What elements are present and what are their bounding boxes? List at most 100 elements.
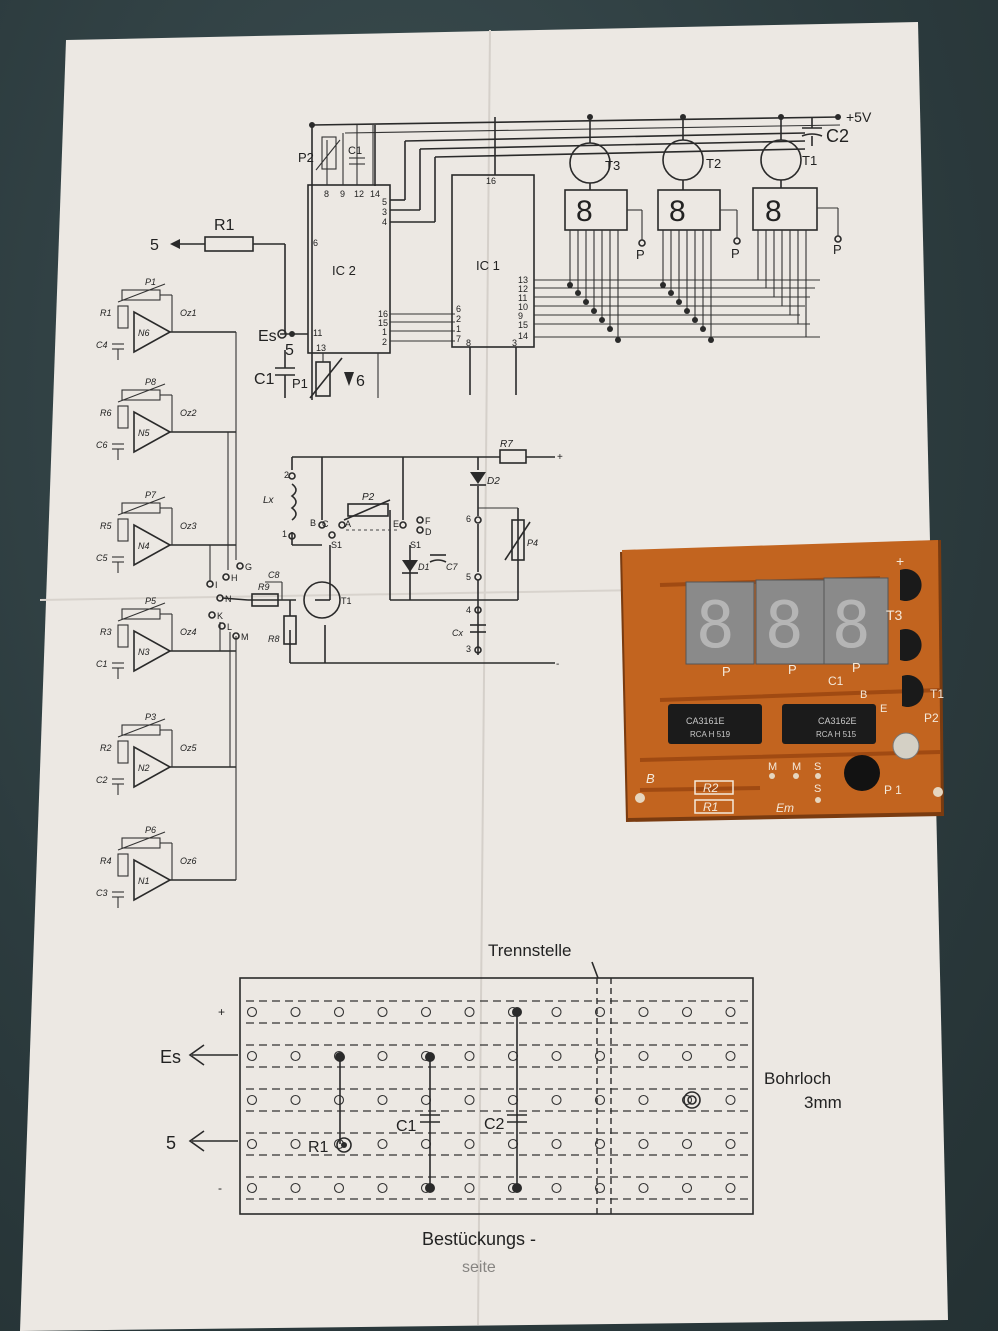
svg-text:CA3161E: CA3161E: [686, 716, 725, 726]
svg-text:2: 2: [456, 314, 461, 324]
r1-label: R1: [214, 217, 235, 234]
strip-hole: [638, 1050, 649, 1062]
svg-text:8: 8: [832, 589, 871, 663]
svg-text:Oz5: Oz5: [180, 743, 198, 753]
strip-hole: [638, 1006, 649, 1018]
strip-hole: [681, 1006, 693, 1018]
p2-label: P2: [298, 150, 314, 165]
strip-hole: [246, 1138, 258, 1150]
svg-text:P2: P2: [362, 492, 375, 503]
svg-text:N2: N2: [138, 763, 150, 773]
c1-top-label: C1: [348, 145, 362, 157]
svg-text:9: 9: [518, 311, 523, 321]
svg-text:B: B: [646, 771, 655, 786]
svg-text:-: -: [556, 659, 559, 670]
svg-text:14: 14: [370, 189, 380, 199]
bohrloch-size: 3mm: [804, 1093, 842, 1112]
svg-text:D2: D2: [487, 476, 500, 487]
svg-text:I: I: [215, 580, 218, 590]
svg-text:P: P: [722, 664, 731, 679]
lx-label: Lx: [263, 495, 275, 506]
svg-text:P 1: P 1: [884, 783, 902, 797]
strip-hole: [290, 1050, 301, 1062]
svg-text:16: 16: [486, 176, 496, 186]
svg-text:L: L: [227, 622, 232, 632]
svg-text:G: G: [245, 562, 252, 572]
strip-hole: [464, 1006, 475, 1018]
pcb-chip-2: CA3162E RCA H 515: [782, 704, 876, 744]
strip-hole: [377, 1138, 388, 1150]
svg-text:P4: P4: [527, 538, 538, 548]
strip-hole: [464, 1138, 475, 1150]
svg-text:Oz3: Oz3: [180, 521, 197, 531]
bohrloch-label: Bohrloch: [764, 1069, 831, 1088]
strip-hole: [681, 1050, 693, 1062]
svg-text:N6: N6: [138, 328, 150, 338]
pcb-board: 8 8 8 T3 T1 + P P P C1 B E CA3161E RCA H…: [620, 540, 944, 822]
strip-hole: [290, 1094, 301, 1106]
strip-hole: [594, 1182, 606, 1194]
strip-hole: [246, 1182, 258, 1194]
svg-text:R8: R8: [268, 634, 280, 644]
svg-text:K: K: [217, 611, 223, 621]
es-label: Es: [258, 328, 277, 345]
display-p-1: P: [636, 247, 645, 262]
svg-text:D1: D1: [418, 562, 430, 572]
svg-text:9: 9: [340, 189, 345, 199]
supply-label: +5V: [846, 109, 872, 125]
svg-text:D: D: [425, 527, 432, 537]
svg-text:Oz2: Oz2: [180, 408, 197, 418]
strip-hole: [551, 1094, 562, 1106]
svg-text:C3: C3: [96, 888, 108, 898]
strip-hole: [377, 1094, 388, 1106]
strip-hole: [420, 1006, 432, 1018]
svg-text:C8: C8: [268, 570, 280, 580]
svg-text:P: P: [852, 660, 861, 675]
svg-text:M: M: [792, 761, 801, 773]
svg-text:T3: T3: [886, 607, 903, 623]
svg-text:C4: C4: [96, 340, 108, 350]
svg-text:CA3162E: CA3162E: [818, 716, 857, 726]
svg-text:N1: N1: [138, 876, 150, 886]
svg-text:11: 11: [518, 293, 527, 303]
svg-text:2: 2: [284, 470, 289, 480]
svg-text:R2: R2: [703, 781, 719, 795]
svg-text:5: 5: [382, 197, 387, 207]
svg-text:1: 1: [382, 327, 387, 337]
strip-hole: [594, 1094, 606, 1106]
strip-hole: [681, 1138, 693, 1150]
svg-text:N3: N3: [138, 647, 150, 657]
svg-text:+: +: [218, 1005, 225, 1019]
svg-text:11: 11: [313, 328, 322, 338]
p1-trimpot: [844, 755, 880, 791]
t2-label: T2: [706, 156, 721, 171]
svg-text:1: 1: [456, 324, 461, 334]
trennstelle-label: Trennstelle: [488, 941, 571, 960]
svg-text:7: 7: [456, 334, 461, 344]
svg-text:S: S: [814, 783, 821, 795]
strip-hole: [246, 1094, 258, 1106]
svg-text:3: 3: [382, 207, 387, 217]
strip-hole: [290, 1182, 301, 1194]
layout-c1-label: C1: [396, 1118, 417, 1135]
svg-text:14: 14: [518, 331, 528, 341]
c1-label: C1: [254, 371, 275, 388]
svg-text:R7: R7: [500, 439, 513, 450]
svg-text:H: H: [231, 573, 238, 583]
svg-text:R2: R2: [100, 743, 112, 753]
svg-text:A: A: [345, 519, 351, 529]
strip-hole: [725, 1094, 736, 1106]
strip-hole: [551, 1182, 562, 1194]
display-schematic: +5V C2 IC 2 8 9 12 14 5 3 4 6 11 13 16 1…: [150, 109, 872, 400]
svg-text:+: +: [557, 452, 563, 463]
svg-text:E: E: [880, 703, 887, 715]
svg-text:Oz4: Oz4: [180, 627, 197, 637]
svg-text:R3: R3: [100, 627, 112, 637]
caption-cut: seite: [462, 1259, 496, 1276]
svg-text:6: 6: [456, 304, 461, 314]
t1-label: T1: [802, 153, 817, 168]
strip-hole: [594, 1138, 606, 1150]
